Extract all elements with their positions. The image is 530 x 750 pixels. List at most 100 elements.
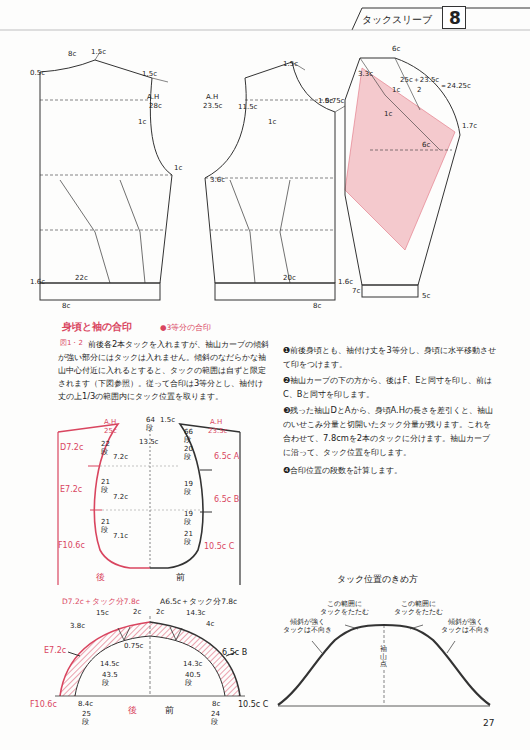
pattern-label: 2c [156, 608, 164, 616]
pattern-label: 0.75c [124, 642, 143, 650]
pattern-line [0, 8, 530, 706]
pattern-line [0, 30, 530, 31]
pattern-label: 1.5c [142, 70, 157, 78]
pattern-label: 28c [149, 102, 162, 110]
pattern-label: 図1・2 [60, 339, 83, 347]
pattern-line [205, 62, 335, 283]
pattern-label: 1.5c [160, 416, 175, 424]
pattern-label: 25段 [82, 710, 92, 726]
pattern-label: 14.5c [100, 660, 119, 668]
pattern-label: A.H [104, 418, 116, 426]
pattern-label: 19段 [184, 510, 194, 526]
pattern-label: 25c [104, 427, 117, 435]
pattern-label: 8c [212, 700, 220, 708]
pattern-line [345, 58, 460, 285]
pattern-label: F10.6c [30, 700, 57, 709]
section-heading: 身頃と袖の合印 [62, 321, 132, 333]
pattern-label: 8c [68, 50, 76, 58]
pattern-label: 11.5c [238, 103, 257, 111]
pattern-label: 傾斜が強く タックは不向き [280, 618, 334, 634]
pattern-label: 24段 [211, 710, 221, 726]
pattern-line [205, 100, 335, 230]
chapter-number-box: 8 [442, 6, 466, 29]
pattern-label: ＝24.25c [440, 82, 471, 90]
pattern-label: 1.7c [462, 122, 477, 130]
pattern-line [40, 100, 172, 230]
pattern-label: 43.5段 [102, 671, 117, 687]
pattern-line [278, 706, 490, 707]
pattern-label: 64段 [146, 416, 156, 432]
pattern-label: 1c [384, 110, 392, 118]
pattern-label: 14.3c [183, 660, 202, 668]
pattern-line [345, 68, 455, 250]
pattern-label: 6.5c B [214, 495, 239, 504]
pattern-label: 袖山点 [380, 646, 387, 669]
pattern-line [60, 180, 145, 283]
pattern-line [150, 622, 240, 696]
pattern-label: A6.5c＋タック分7.8c [160, 598, 237, 607]
pattern-label: 1c [174, 164, 182, 172]
pattern-label: E7.2c [60, 485, 82, 494]
body-text: ❸残った袖山DとAから、身頃A.Hの長さを差引くと、袖山のいせこみ分量と切開いた… [283, 403, 498, 459]
pattern-label: 14.3c [186, 609, 205, 617]
pattern-label: 13.5c [139, 438, 158, 446]
body-text: ❷袖山カーブの下の方から、後はF、Eと同寸を印し、前はC、Bと同寸を印します。 [283, 373, 498, 401]
pattern-label: 20段 [184, 445, 194, 461]
pattern-label: A.H [147, 93, 159, 101]
pattern-label: E7.2c [44, 646, 66, 655]
pattern-label: 1.6c [338, 278, 353, 286]
pattern-label: 6.5c A [214, 452, 239, 461]
pattern-label: タック位置のきめ方 [337, 575, 418, 585]
pattern-label: D7.2c＋タック分7.8c [62, 598, 140, 607]
pattern-label: この範囲に タックをたたむ [318, 600, 370, 616]
pattern-line [278, 625, 490, 705]
pattern-line [352, 8, 530, 30]
pattern-label: 0.75c [325, 97, 344, 105]
pattern-label: 21段 [101, 518, 111, 534]
pattern-label: ●3等分の合印 [160, 324, 211, 333]
pattern-label: 8c [313, 302, 321, 310]
pattern-label: 後 [128, 705, 137, 715]
pattern-label: 6c [422, 141, 430, 149]
pattern-line [200, 470, 212, 512]
pattern-label: 2c [133, 608, 141, 616]
pattern-label: 0.5c [30, 69, 45, 77]
pattern-line [362, 285, 418, 297]
pattern-label: 1c [268, 118, 276, 126]
pattern-label: 7.2c [113, 493, 128, 501]
pattern-label: 3.6c [210, 176, 225, 184]
pattern-label: 8c [62, 302, 70, 310]
pattern-line [292, 62, 345, 112]
pattern-label: 1.5c [283, 60, 298, 68]
pattern-label: 6c [392, 45, 400, 53]
pattern-line [100, 466, 200, 510]
pattern-label: A.H [210, 418, 222, 426]
pattern-line [40, 60, 172, 283]
pattern-line [55, 696, 245, 697]
pattern-label: 1.6c [30, 278, 45, 286]
pattern-label: 6.5c B [222, 648, 247, 657]
pattern-label: 3.3c [358, 70, 373, 78]
pattern-line [60, 622, 150, 696]
pattern-label: 21段 [101, 478, 111, 494]
pattern-line [215, 283, 335, 300]
pattern-label: 66段 [184, 428, 194, 444]
chapter-number: 8 [449, 10, 459, 27]
pattern-line [230, 180, 290, 283]
pattern-label: 2 [417, 86, 421, 94]
pattern-label: 10.5c C [238, 700, 268, 709]
pattern-line [40, 283, 160, 300]
pattern-line [150, 424, 240, 568]
pattern-label: 22c [75, 274, 88, 282]
pattern-label: 22段 [101, 440, 111, 456]
pattern-line [150, 430, 151, 568]
pattern-line [58, 424, 150, 568]
pattern-label: 23.5c [203, 102, 222, 110]
pattern-label: 19段 [184, 480, 194, 496]
pattern-label: 7c [352, 287, 360, 295]
pattern-label: この範囲に タックをたたむ [392, 600, 444, 616]
pattern-label: 40.5段 [185, 671, 200, 687]
pattern-label: 7.2c [113, 453, 128, 461]
pattern-label: 前 [165, 705, 174, 715]
pattern-label: 5c [422, 292, 430, 300]
